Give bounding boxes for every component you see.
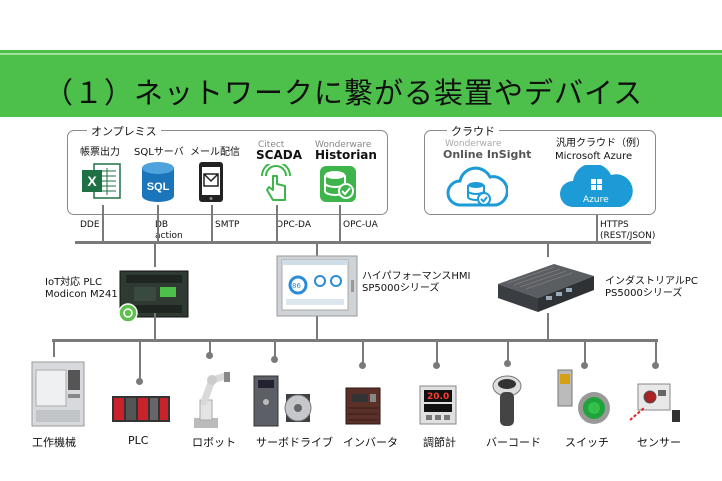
device-label-plc: PLC <box>128 434 149 447</box>
pc-riser <box>547 243 549 257</box>
scada-label: SCADA <box>256 148 302 162</box>
upper-bus <box>75 241 651 244</box>
banner-highlight <box>0 53 722 55</box>
drop-scada <box>276 205 278 242</box>
iot-plc-icon <box>118 270 189 323</box>
wonderware-insight-brand: Wonderware <box>445 139 502 149</box>
azure-cloud-icon <box>560 165 633 207</box>
azure-label: Microsoft Azure <box>555 151 633 162</box>
drop-plc <box>139 341 141 381</box>
drop-robot <box>209 341 211 355</box>
plc-drop-lower <box>154 313 156 340</box>
device-label-controller: 調節計 <box>423 436 456 449</box>
mail-phone-icon <box>199 162 223 202</box>
inverter-icon <box>345 387 381 425</box>
hmi-riser <box>316 243 318 257</box>
drop-dde <box>102 205 104 242</box>
device-label-inverter: インバータ <box>343 436 398 449</box>
sql-server-icon: SQL <box>142 162 174 202</box>
device-label-machine-tool: 工作機械 <box>32 436 76 449</box>
dot-barcode <box>504 360 511 367</box>
dot-sensor <box>652 362 659 369</box>
barcode-scanner-icon <box>492 375 522 426</box>
azure-badge-text: Azure <box>583 195 609 205</box>
dot-plc <box>136 378 143 385</box>
report-output-label: 帳票出力 <box>80 147 120 158</box>
online-insight-label: Online InSight <box>443 148 532 161</box>
drop-servo <box>274 341 276 359</box>
controller-display: 20.0 <box>427 392 450 402</box>
scada-touch-icon <box>261 164 291 201</box>
historian-icon <box>320 166 356 202</box>
dot-controller <box>433 362 440 369</box>
servo-drive-icon <box>253 375 312 427</box>
switch-icon <box>557 369 610 424</box>
industrial-pc-icon <box>498 264 594 312</box>
robot-icon <box>194 372 230 428</box>
protocol-https: HTTPS (REST/JSON) <box>600 220 656 241</box>
controller-icon <box>419 385 457 425</box>
iot-plc-label: IoT対応 PLC Modicon M241 <box>45 277 118 300</box>
industrial-pc-label: インダストリアルPC PS5000シリーズ <box>605 276 698 299</box>
mail-delivery-label: メール配信 <box>190 147 240 158</box>
drop-inverter <box>362 341 364 365</box>
drop-controller <box>436 341 438 365</box>
plc-icon <box>112 396 170 422</box>
hmi-label: ハイパフォーマンスHMI SP5000シリーズ <box>362 271 471 294</box>
protocol-opc-da: OPC-DA <box>276 220 311 230</box>
drop-sensor <box>655 341 657 365</box>
drop-historian <box>339 205 341 242</box>
protocol-dde: DDE <box>80 220 100 230</box>
drop-cloud <box>596 215 598 242</box>
protocol-db-action: DB action <box>155 220 183 241</box>
device-label-sensor: センサー <box>637 436 681 449</box>
svg-text:X: X <box>87 173 97 189</box>
historian-label: Historian <box>315 148 377 162</box>
onpremise-title: オンプレミス <box>87 123 161 139</box>
page-title: （１）ネットワークに繋がる装置やデバイス <box>44 76 644 110</box>
cloud-title: クラウド <box>447 123 499 139</box>
plc-riser <box>154 243 156 267</box>
device-label-barcode: バーコード <box>486 436 541 449</box>
protocol-smtp: SMTP <box>215 220 240 230</box>
protocol-opc-ua: OPC-UA <box>343 220 378 230</box>
pc-drop-lower <box>547 313 549 340</box>
svg-text:SQL: SQL <box>147 181 170 193</box>
drop-mail <box>211 205 213 242</box>
hmi-panel-icon <box>276 255 358 317</box>
excel-icon: X <box>82 163 121 199</box>
device-label-robot: ロボット <box>192 436 236 449</box>
drop-sql <box>157 205 159 242</box>
dot-switch <box>581 362 588 369</box>
device-label-servo-drive: サーボドライブ <box>256 436 333 449</box>
hmi-drop-lower <box>316 316 318 340</box>
dot-servo <box>271 356 278 363</box>
hmi-screen-value: 86 <box>292 282 301 290</box>
drop-switch <box>584 341 586 365</box>
citect-label: Citect <box>258 140 285 150</box>
drop-barcode <box>507 341 509 363</box>
title-banner <box>0 50 722 117</box>
sensor-icon <box>629 383 680 422</box>
dot-inverter <box>359 362 366 369</box>
drop-machine-tool <box>53 341 55 357</box>
top-strip <box>0 0 722 50</box>
generic-cloud-label: 汎用クラウド（例） <box>556 138 646 149</box>
lower-bus <box>52 339 658 342</box>
dot-robot <box>206 352 213 359</box>
online-insight-icon <box>446 166 508 207</box>
machine-tool-icon <box>31 361 85 427</box>
wonderware-historian-brand: Wonderware <box>315 140 372 150</box>
sql-server-label: SQLサーバ <box>134 147 184 158</box>
device-label-switch: スイッチ <box>565 436 609 449</box>
